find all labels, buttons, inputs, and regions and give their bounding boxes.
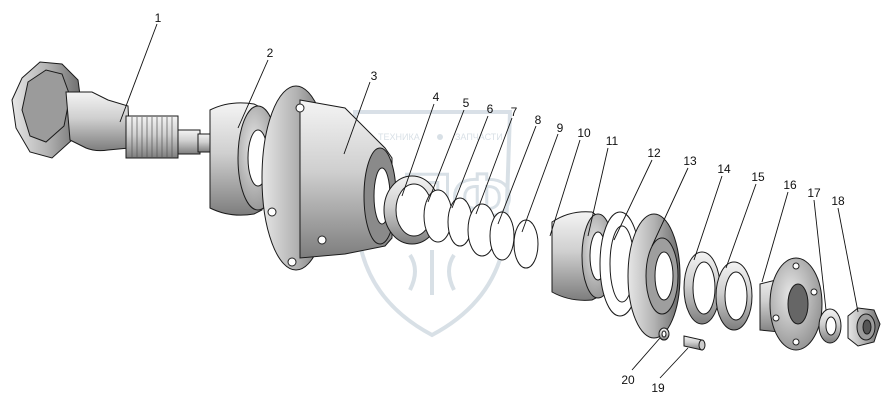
part-18-nut <box>847 307 881 347</box>
watermark-text-left: ТЕХНИКА <box>378 132 420 142</box>
flange-bolt-hole <box>792 262 800 270</box>
callout-2: 2 <box>267 46 274 60</box>
callout-19: 19 <box>651 381 665 395</box>
part-13-cover <box>627 213 681 339</box>
watermark-wheat-icon <box>408 250 456 295</box>
flange-bolt-hole <box>810 288 818 296</box>
housing-bolt-hole <box>295 103 305 113</box>
callout-8: 8 <box>535 113 542 127</box>
callout-18: 18 <box>831 194 845 208</box>
callout-11: 11 <box>606 134 619 148</box>
callout-3: 3 <box>371 69 378 83</box>
part-5-shim <box>423 189 453 243</box>
callout-labels: 1 2 3 4 5 6 7 8 9 10 11 12 13 14 15 16 1… <box>155 11 845 395</box>
callout-1: 1 <box>155 11 162 25</box>
part-17-washer <box>818 308 842 344</box>
watermark-dot-icon <box>437 134 443 140</box>
flange-bolt-hole <box>772 314 780 322</box>
callout-9: 9 <box>557 121 564 135</box>
callout-10: 10 <box>577 126 591 140</box>
part-1-pinion-shaft <box>11 61 213 159</box>
part-16-flange <box>759 257 823 351</box>
pinion-gear-face <box>21 69 71 143</box>
watermark-text-right: ЗАПЧАСТИ <box>455 132 503 142</box>
leader-lines <box>119 23 859 379</box>
callout-15: 15 <box>751 170 765 184</box>
callout-7: 7 <box>511 105 518 119</box>
spline-lines <box>131 117 173 157</box>
callout-5: 5 <box>463 96 470 110</box>
part-19-pin <box>683 335 706 351</box>
part-8-shim <box>489 211 515 261</box>
part-14-seal <box>683 251 721 325</box>
callout-12: 12 <box>647 146 661 160</box>
callout-16: 16 <box>783 178 797 192</box>
callout-6: 6 <box>487 102 494 116</box>
callout-14: 14 <box>717 162 731 176</box>
part-20-small-washer <box>658 327 670 341</box>
callout-17: 17 <box>807 186 821 200</box>
pinion-shaft-neck <box>177 129 201 155</box>
callout-20: 20 <box>621 373 635 387</box>
part-9-shim <box>513 219 539 269</box>
housing-bolt-hole <box>287 257 297 267</box>
part-15-seal <box>715 261 753 331</box>
housing-bolt-hole <box>267 207 277 217</box>
callout-13: 13 <box>683 154 697 168</box>
callout-4: 4 <box>433 90 440 104</box>
flange-bolt-hole <box>792 338 800 346</box>
housing-bolt-hole <box>317 235 327 245</box>
